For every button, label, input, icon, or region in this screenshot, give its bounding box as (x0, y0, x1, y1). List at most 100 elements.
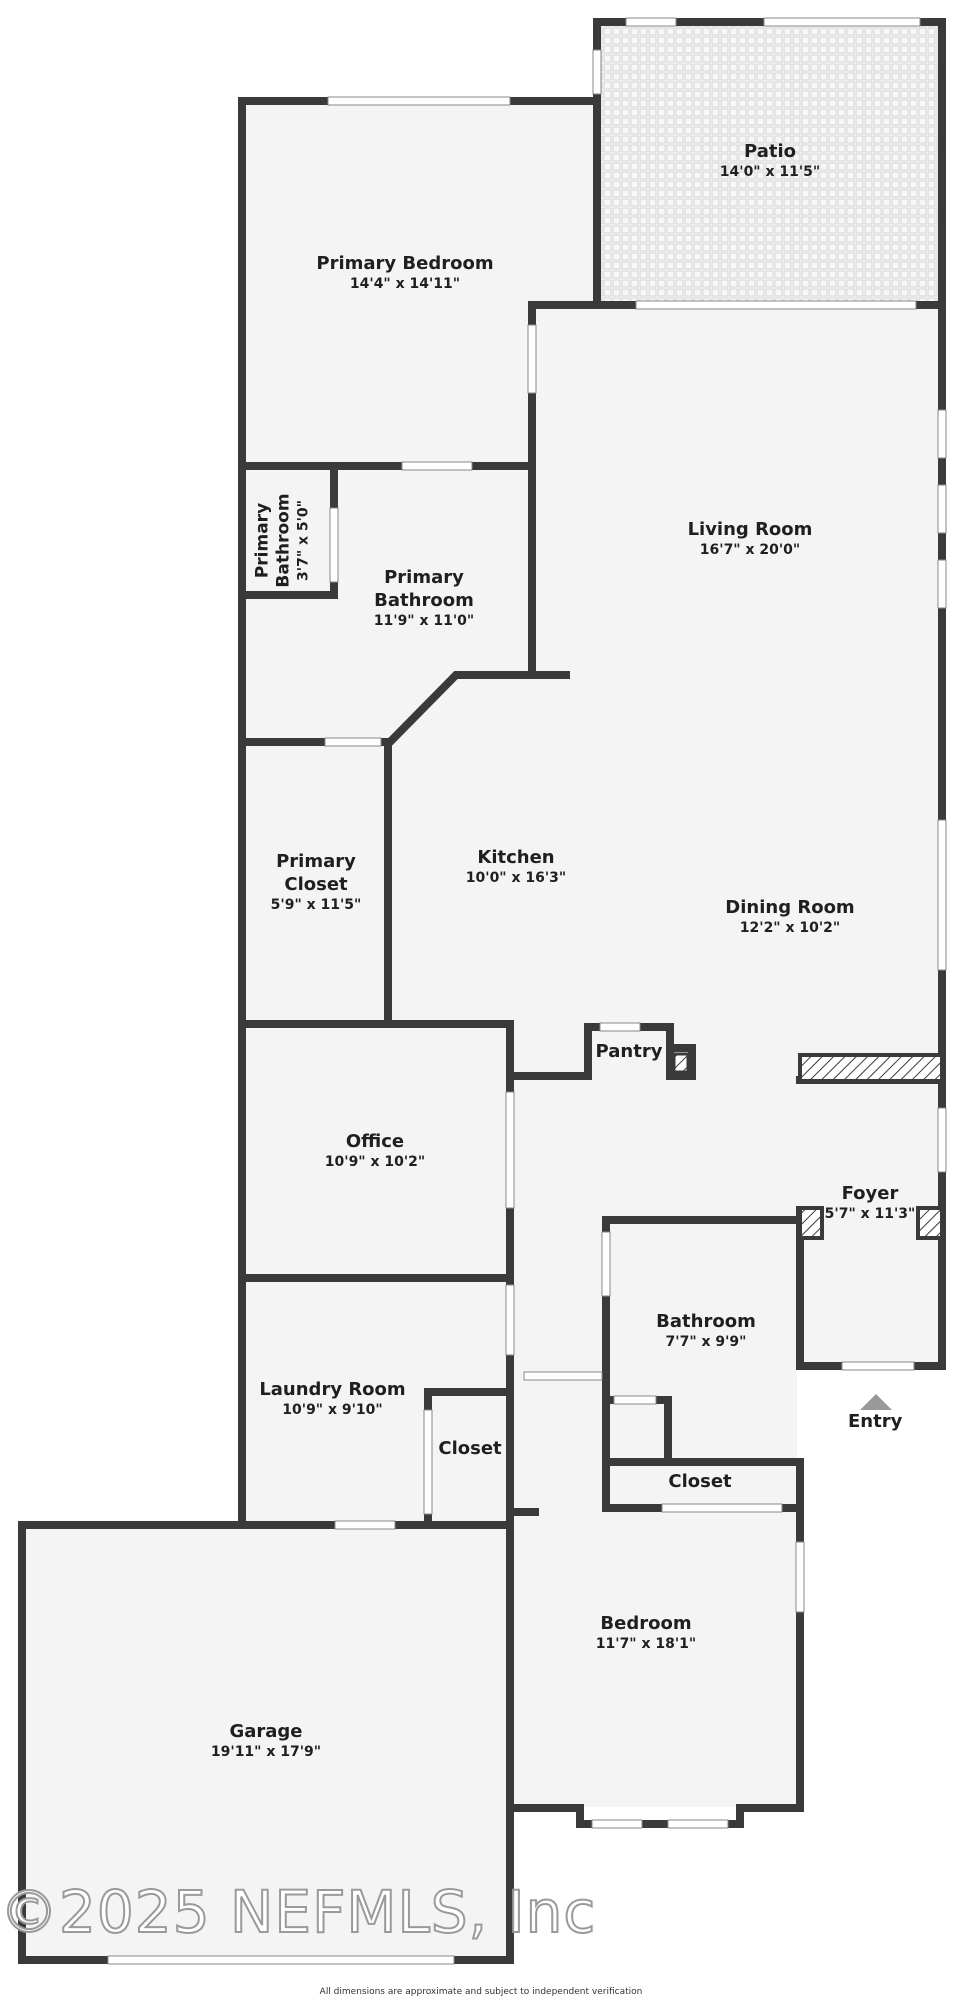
room-name: Office (345, 1131, 405, 1152)
room-name: Primary Bathroom (252, 493, 294, 588)
room-label-pantry: Pantry (588, 1040, 670, 1063)
room-name: Bedroom (600, 1613, 692, 1634)
primary-bedroom-window (327, 96, 511, 106)
patio-floor (597, 22, 939, 305)
living-east-window-1 (937, 409, 947, 459)
office-window (505, 1091, 515, 1209)
garage-floor (22, 1525, 510, 1958)
bedroom-window-east (795, 1541, 805, 1613)
room-name: Bathroom (656, 1311, 756, 1332)
pantry-window (599, 1022, 641, 1032)
living-window-side-1 (527, 324, 537, 394)
room-label-garage: Garage 19'11" x 17'9" (196, 1720, 336, 1762)
room-dims: 5'7" x 11'3" (824, 1206, 916, 1222)
footnote: All dimensions are approximate and subje… (319, 1987, 643, 1997)
patio-window-3 (592, 49, 602, 95)
bedroom-window-bay-1 (591, 1819, 643, 1829)
room-name: Foyer (841, 1183, 899, 1204)
primary-bath-window (401, 461, 473, 471)
foyer-door (841, 1361, 915, 1371)
room-dims: 14'4" x 14'11" (349, 276, 461, 292)
room-label-living-room: Living Room 16'7" x 20'0" (670, 518, 830, 560)
room-dims: 12'2" x 10'2" (739, 920, 841, 936)
room-dims: 10'0" x 16'3" (465, 870, 567, 886)
room-dims: 10'9" x 10'2" (324, 1154, 426, 1170)
bedroom-floor (510, 1366, 797, 1807)
room-dims: 16'7" x 20'0" (699, 542, 801, 558)
bathroom-window (601, 1231, 611, 1297)
room-label-primary-bathroom: Primary Bathroom 11'9" x 11'0" (350, 566, 498, 631)
fireplace (798, 1053, 944, 1083)
windows (107, 17, 947, 1965)
dining-east-window (937, 819, 947, 971)
room-dims: 14'0" x 11'5" (719, 164, 821, 180)
foyer-column-left (798, 1206, 824, 1240)
room-name: Kitchen (477, 847, 555, 868)
entry-label: Entry (848, 1411, 903, 1432)
pantry-cabinet (672, 1052, 690, 1074)
room-label-bathroom: Bathroom 7'7" x 9'9" (640, 1310, 772, 1352)
patio-window-2 (763, 17, 921, 27)
small-bath-window (329, 507, 339, 583)
room-dims: 11'7" x 18'1" (595, 1636, 697, 1652)
bath-closet-window (613, 1395, 657, 1405)
room-name: Dining Room (725, 897, 855, 918)
entry-arrow-icon (860, 1394, 892, 1410)
primary-closet-floor (242, 742, 388, 1022)
bathroom-wall (602, 1216, 804, 1463)
fixtures (672, 1052, 944, 1240)
room-name: Living Room (687, 519, 813, 540)
laundry-closet-door (423, 1409, 433, 1515)
room-name: Closet (668, 1471, 732, 1492)
room-name: Primary Bathroom (374, 567, 474, 611)
room-name: Primary Closet (276, 851, 356, 895)
bedroom-east-wall (506, 1458, 804, 1828)
room-dims: 19'11" x 17'9" (210, 1744, 322, 1760)
room-label-primary-bath-small: Primary Bathroom 3'7" x 5'0" (253, 476, 314, 606)
room-dims: 11'9" x 11'0" (373, 613, 475, 629)
room-label-bedroom-closet: Closet (650, 1470, 750, 1493)
room-name: Closet (438, 1438, 502, 1459)
kitchen-diagonal-wall (384, 671, 570, 748)
living-window-top (635, 300, 917, 310)
room-label-bedroom: Bedroom 11'7" x 18'1" (580, 1612, 712, 1654)
kitchen-corner-floor (390, 672, 532, 742)
closet-window (324, 737, 382, 747)
room-dims: 10'9" x 9'10" (282, 1402, 383, 1418)
room-label-dining-room: Dining Room 12'2" x 10'2" (710, 896, 870, 938)
patio-window-1 (625, 17, 677, 27)
living-east-window-2 (937, 484, 947, 534)
bedroom-window-bay-2 (667, 1819, 729, 1829)
room-dims: 5'9" x 11'5" (270, 897, 362, 913)
room-dims: 3'7" x 5'0" (295, 500, 312, 581)
laundry-floor (242, 1278, 510, 1525)
foyer-window (937, 1107, 947, 1173)
patio-wall (593, 18, 946, 309)
room-dims: 7'7" x 9'9" (665, 1334, 747, 1350)
bedroom-closet-door (661, 1503, 783, 1513)
pantry-cabinet-wall (666, 1044, 696, 1080)
room-label-laundry-room: Laundry Room 10'9" x 9'10" (250, 1378, 415, 1420)
room-label-laundry-closet: Closet (432, 1437, 508, 1460)
room-name: Garage (229, 1721, 303, 1742)
room-label-foyer: Foyer 5'7" x 11'3" (822, 1182, 918, 1224)
room-label-primary-bedroom: Primary Bedroom 14'4" x 14'11" (300, 252, 510, 294)
laundry-door (334, 1520, 396, 1530)
living-east-window-3 (937, 559, 947, 609)
floor-areas (22, 22, 939, 1958)
laundry-window (505, 1284, 515, 1356)
room-name: Primary Bedroom (316, 253, 494, 274)
foyer-column-right (916, 1206, 944, 1240)
room-name: Patio (744, 141, 796, 162)
room-name: Laundry Room (259, 1379, 406, 1400)
room-label-primary-closet: Primary Closet 5'9" x 11'5" (260, 850, 372, 915)
room-label-kitchen: Kitchen 10'0" x 16'3" (450, 846, 582, 888)
watermark: ©2025 NEFMLS, Inc (0, 1877, 597, 1947)
office-floor (242, 1024, 510, 1278)
room-name: Pantry (595, 1041, 663, 1062)
room-label-office: Office 10'9" x 10'2" (305, 1130, 445, 1172)
garage-door (107, 1955, 455, 1965)
hall-door (523, 1371, 603, 1381)
room-label-patio: Patio 14'0" x 11'5" (685, 140, 855, 182)
